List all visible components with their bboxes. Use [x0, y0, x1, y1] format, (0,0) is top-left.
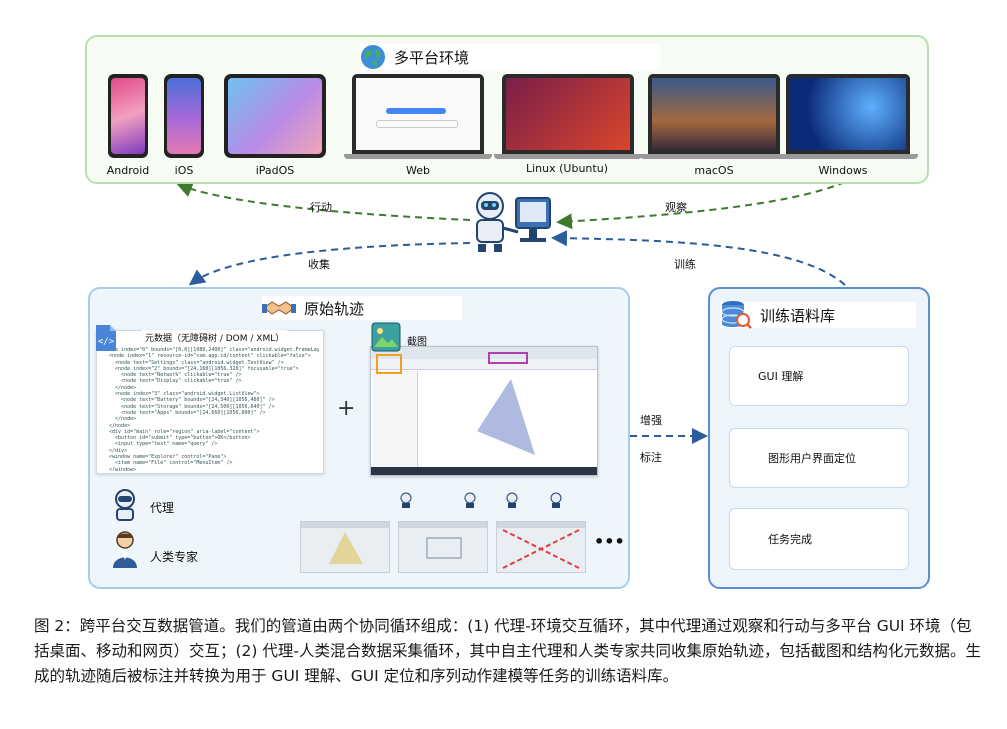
platform-label-windows: Windows [808, 164, 878, 177]
agent-mini-icon-4 [548, 492, 564, 508]
augment-label: 增强 [640, 412, 662, 428]
device-ios [164, 74, 204, 158]
platform-label-android: Android [96, 164, 160, 177]
human-expert-icon [108, 530, 142, 570]
device-android [108, 74, 148, 158]
platform-label-linux: Linux (Ubuntu) [512, 162, 622, 175]
metadata-document: <node index="0" bounds="[0,0][1080,2400]… [96, 330, 324, 474]
action-label: 行动 [310, 199, 332, 215]
raw-trajectory-title-text: 原始轨迹 [304, 298, 364, 319]
human-expert-label: 人类专家 [150, 548, 198, 565]
figure-caption: 图 2：跨平台交互数据管道。我们的管道由两个协同循环组成：(1) 代理-环境交互… [34, 614, 984, 689]
training-corpus-title-text: 训练语料库 [760, 305, 835, 326]
observe-label: 观察 [665, 199, 687, 215]
platform-label-macos: macOS [684, 164, 744, 177]
metadata-label: 元数据（无障碍树 / DOM / XML） [142, 330, 287, 345]
device-ipados [224, 74, 326, 158]
observe-arrow [560, 182, 845, 222]
svg-text:</>: </> [98, 337, 115, 347]
cross-icon [503, 530, 579, 568]
agent-mini-icon-1 [398, 492, 414, 508]
screenshot-preview [370, 346, 598, 476]
train-label: 训练 [674, 256, 696, 272]
platform-label-web: Web [388, 164, 448, 177]
platform-label-ios: iOS [154, 164, 214, 177]
device-macos [648, 74, 780, 154]
plus-sign: + [337, 396, 355, 421]
database-icon [720, 300, 752, 330]
train-arrow [555, 238, 845, 285]
agent-mini-icon-2 [462, 492, 478, 508]
outcome-thumbnail-failed [496, 521, 586, 573]
more-indicator: ••• [594, 532, 625, 551]
device-web [352, 74, 484, 154]
annotate-label: 标注 [640, 449, 662, 465]
screenshot-label: 截图 [407, 333, 427, 348]
device-windows [786, 74, 910, 154]
collect-arrow [192, 243, 470, 283]
outcome-thumbnail-2 [398, 521, 488, 573]
robot-computer-icon [468, 188, 556, 254]
corpus-item-gui-grounding: 图形用户界面定位 [729, 428, 909, 488]
environment-title: 多平台环境 [360, 44, 660, 70]
agent-mini-icon-3 [504, 492, 520, 508]
agent-robot-icon [108, 488, 142, 522]
globe-icon [360, 44, 386, 70]
environment-title-text: 多平台环境 [394, 47, 469, 68]
code-file-icon: </> [94, 324, 118, 352]
outcome-thumbnail-1 [300, 521, 390, 573]
training-corpus-title: 训练语料库 [720, 302, 916, 328]
highlight-box [376, 354, 402, 374]
highlight-box-2 [488, 352, 528, 364]
metadata-code-preview: <node index="0" bounds="[0,0][1080,2400]… [103, 347, 319, 471]
device-linux [502, 74, 634, 154]
platform-label-ipados: iPadOS [245, 164, 305, 177]
image-icon [371, 322, 401, 352]
collect-label: 收集 [308, 256, 330, 272]
corpus-item-gui-understanding: GUI 理解 [729, 346, 909, 406]
raw-trajectory-title: 原始轨迹 [262, 296, 462, 320]
agent-label: 代理 [150, 499, 174, 516]
corpus-item-task-completion: 任务完成 [729, 508, 909, 570]
handshake-icon [262, 298, 296, 318]
